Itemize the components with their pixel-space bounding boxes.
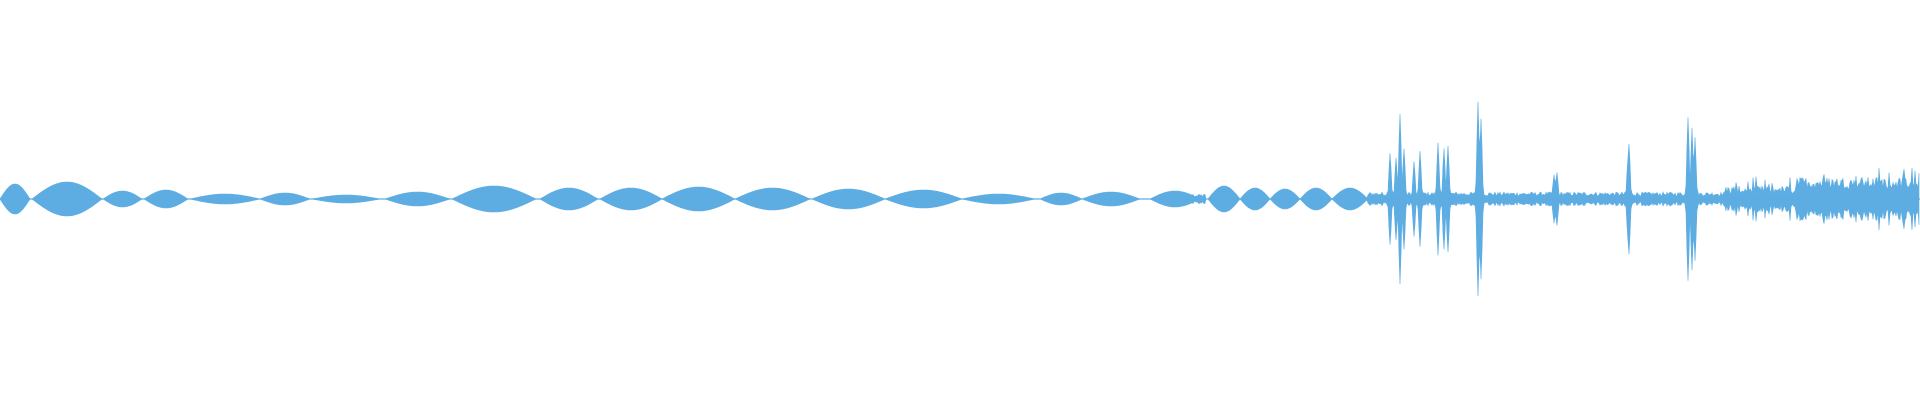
waveform-plot: [0, 101, 1920, 297]
